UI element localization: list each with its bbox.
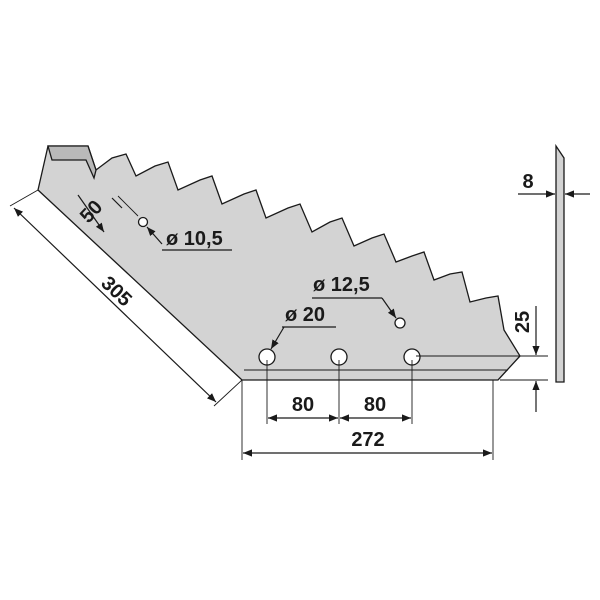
spacing-right-label: 80	[364, 394, 386, 416]
side-profile-plate	[555, 143, 565, 383]
blade-bevel-edge	[47, 145, 97, 180]
diagonal-length-label: 305	[96, 272, 135, 311]
small-hole-callout: ø 10,5	[146, 226, 232, 251]
large-hole-callout: ø 20	[270, 304, 336, 350]
thickness-label: 8	[522, 171, 533, 193]
height-label: 25	[512, 311, 534, 333]
medium-hole	[394, 317, 406, 329]
height-dimension: 25	[416, 306, 548, 412]
hole-spacing-dimension: 80 80	[268, 394, 411, 422]
medium-hole-callout: ø 12,5	[312, 274, 397, 319]
spacing-left-label: 80	[292, 394, 314, 416]
medium-hole-diameter-label: ø 12,5	[313, 274, 370, 296]
large-hole-diameter-label: ø 20	[285, 304, 325, 326]
small-hole-diameter-label: ø 10,5	[166, 228, 223, 250]
blade-plate	[37, 145, 521, 381]
side-profile: 8	[518, 143, 590, 383]
blade-body	[37, 145, 521, 381]
overall-width-label: 272	[351, 429, 384, 451]
overall-width-dimension: 272	[243, 429, 492, 457]
bottom-extension-lines	[241, 360, 494, 460]
small-hole	[137, 216, 149, 228]
